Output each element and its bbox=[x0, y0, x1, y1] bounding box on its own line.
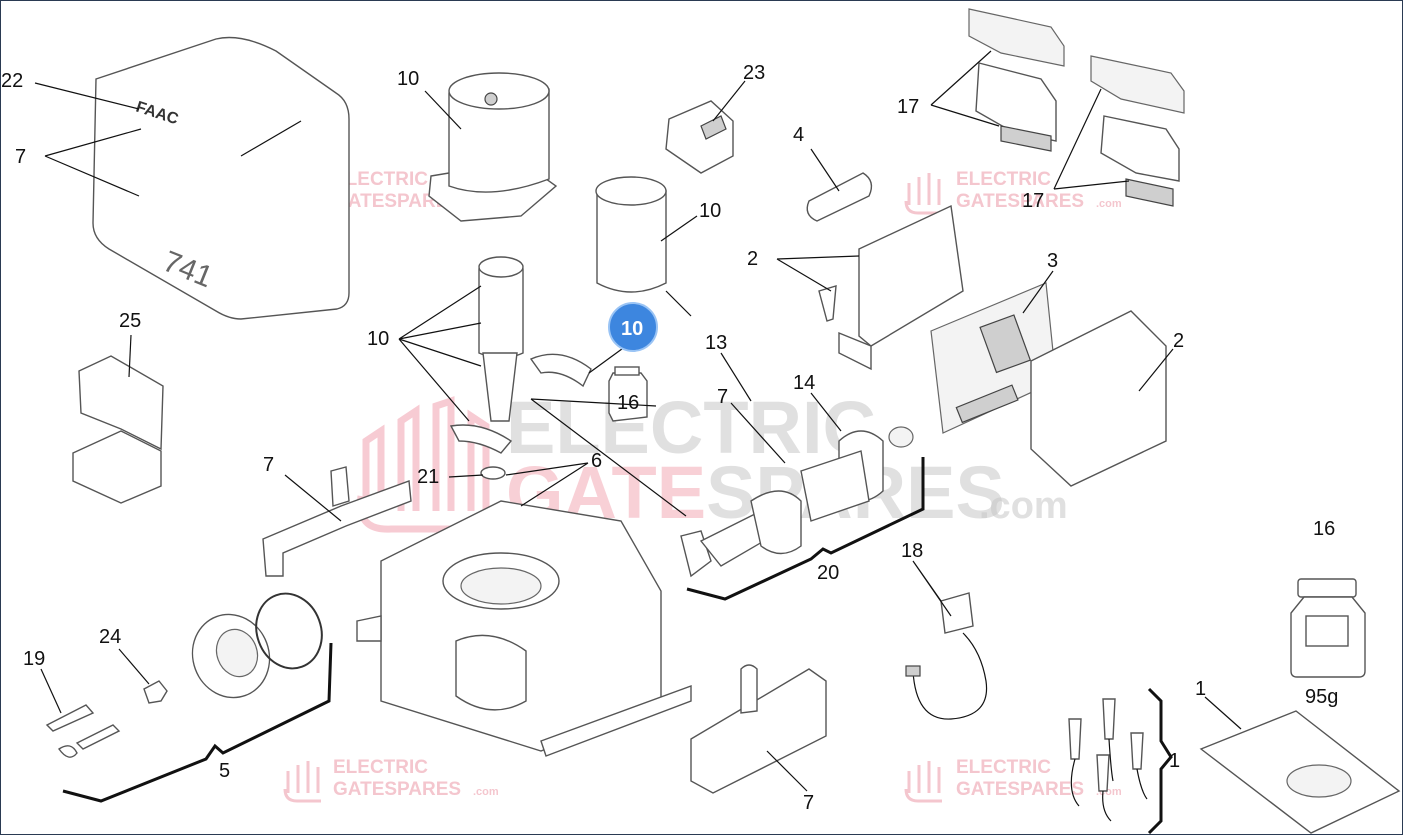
callout-25: 25 bbox=[119, 310, 141, 332]
part-halfrings-10[interactable] bbox=[449, 353, 592, 454]
part-flange-5[interactable] bbox=[181, 584, 332, 708]
part-6-ring[interactable] bbox=[480, 466, 506, 480]
callout-13: 13 bbox=[705, 332, 727, 354]
svg-text:.com: .com bbox=[1096, 198, 1122, 210]
callout-7-block: 7 bbox=[803, 792, 814, 814]
svg-text:GATESPARES: GATESPARES bbox=[333, 779, 461, 800]
callout-7-mid: 7 bbox=[717, 386, 728, 408]
part-plate-1[interactable] bbox=[1199, 710, 1401, 834]
part-cable-18[interactable] bbox=[905, 592, 988, 720]
callout-17b: 17 bbox=[1022, 190, 1044, 212]
svg-text:ELECTRIC: ELECTRIC bbox=[956, 757, 1051, 778]
watermark-small-line1: ELECTRIC bbox=[333, 169, 428, 190]
callout-17a: 17 bbox=[897, 96, 919, 118]
part-block-7[interactable] bbox=[690, 664, 827, 794]
callout-2a: 2 bbox=[747, 248, 758, 270]
svg-text:.com: .com bbox=[473, 786, 499, 798]
callout-16-small: 16 bbox=[617, 392, 639, 414]
part-10-housing[interactable] bbox=[595, 176, 692, 317]
callout-10-shaft: 10 bbox=[367, 328, 389, 350]
part-box-2[interactable] bbox=[1030, 310, 1167, 487]
part-cover[interactable]: FAAC 741 bbox=[92, 36, 350, 320]
part-19[interactable] bbox=[45, 704, 121, 758]
part-bolts-1[interactable] bbox=[1068, 698, 1148, 822]
callout-7-bracket: 7 bbox=[263, 454, 274, 476]
watermark-small-bl: ELECTRIC GATESPARES .com bbox=[283, 757, 499, 803]
callout-labels: 22 7 10 23 4 17 17 10 2 3 25 10 10 13 2 … bbox=[1, 62, 1338, 814]
callout-19: 19 bbox=[23, 648, 45, 670]
callout-20: 20 bbox=[817, 562, 839, 584]
callout-1-plate: 1 bbox=[1195, 678, 1206, 700]
leader-lines bbox=[34, 50, 1242, 834]
callout-10-motor: 10 bbox=[397, 68, 419, 90]
callout-10-housing: 10 bbox=[699, 200, 721, 222]
svg-text:ELECTRIC: ELECTRIC bbox=[333, 757, 428, 778]
part-24[interactable] bbox=[143, 680, 168, 704]
callout-24: 24 bbox=[99, 626, 121, 648]
callout-23: 23 bbox=[743, 62, 765, 84]
part-board-3[interactable] bbox=[930, 282, 1057, 434]
part-board-bracket[interactable] bbox=[818, 204, 964, 371]
svg-text:GATESPARES: GATESPARES bbox=[956, 191, 1084, 212]
callout-4: 4 bbox=[793, 124, 804, 146]
svg-text:ELECTRIC: ELECTRIC bbox=[956, 169, 1051, 190]
callout-22: 22 bbox=[1, 70, 23, 92]
part-bracket-7[interactable] bbox=[262, 466, 412, 577]
callout-5: 5 bbox=[219, 760, 230, 782]
selected-callout-badge[interactable]: 10 bbox=[608, 302, 658, 352]
watermark-suffix: .com bbox=[979, 485, 1068, 527]
callout-2b: 2 bbox=[1173, 330, 1184, 352]
part-17-bottom[interactable] bbox=[1090, 55, 1185, 207]
part-assembly-20[interactable] bbox=[680, 450, 870, 578]
part-23[interactable] bbox=[665, 100, 734, 174]
watermark-small-br: ELECTRIC GATESPARES .com bbox=[904, 757, 1122, 803]
watermark-small-tr: ELECTRIC GATESPARES .com bbox=[904, 169, 1122, 215]
callout-16-big: 16 bbox=[1313, 518, 1335, 540]
part-gearbox-body[interactable] bbox=[356, 500, 692, 757]
part-jar-16-big[interactable] bbox=[1290, 578, 1366, 678]
callout-6: 6 bbox=[591, 450, 602, 472]
watermark-line1: ELECTRIC bbox=[506, 386, 876, 469]
part-box-25[interactable] bbox=[72, 355, 164, 504]
part-motor-top[interactable] bbox=[428, 72, 558, 222]
part-17-top[interactable] bbox=[968, 8, 1065, 152]
callout-7-cover: 7 bbox=[15, 146, 26, 168]
badge-label: 10 bbox=[621, 318, 643, 340]
callout-14: 14 bbox=[793, 372, 815, 394]
svg-text:GATESPARES: GATESPARES bbox=[956, 779, 1084, 800]
part-jar-16-small[interactable] bbox=[608, 366, 648, 422]
jar-weight-label: 95g bbox=[1305, 686, 1338, 708]
callout-1-bolts: 1 bbox=[1169, 750, 1180, 772]
callout-3: 3 bbox=[1047, 250, 1058, 272]
callout-18: 18 bbox=[901, 540, 923, 562]
part-shaft-10[interactable] bbox=[478, 256, 524, 422]
callout-21: 21 bbox=[417, 466, 439, 488]
part-4[interactable] bbox=[806, 172, 873, 222]
